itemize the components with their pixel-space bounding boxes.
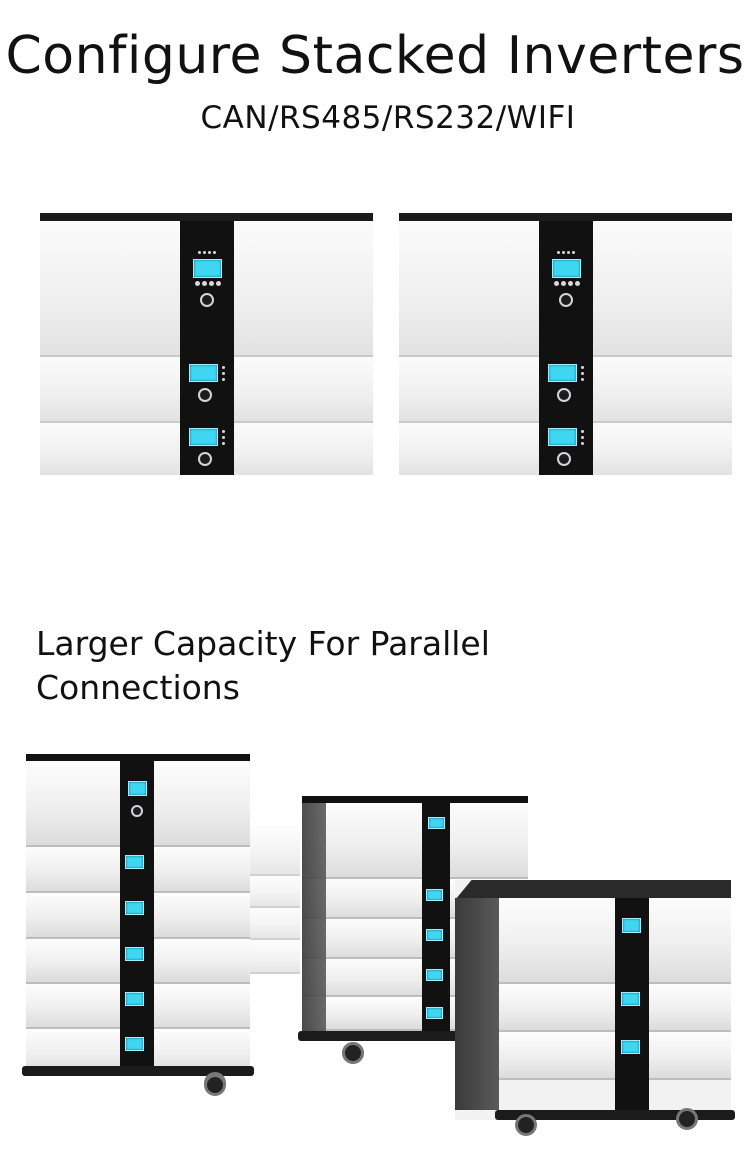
page-subtitle: CAN/RS485/RS232/WIFI — [200, 100, 576, 136]
front-tower — [455, 880, 735, 1120]
caster-wheel-icon — [515, 1114, 537, 1136]
lcd-display — [548, 364, 577, 382]
top-cap — [40, 213, 373, 221]
page-title: Configure Stacked Inverters — [5, 26, 745, 86]
control-strip — [539, 221, 593, 475]
power-knob-icon — [557, 388, 571, 402]
tall-tower — [22, 754, 254, 1094]
lcd-display — [193, 259, 222, 278]
background-tower — [248, 826, 300, 974]
power-knob-icon — [200, 293, 214, 307]
lcd-display — [189, 364, 218, 382]
top-cap — [399, 213, 732, 221]
caster-wheel-icon — [204, 1074, 226, 1096]
control-strip — [180, 221, 234, 475]
stacked-inverter-image-left — [40, 213, 373, 475]
caster-wheel-icon — [676, 1108, 698, 1130]
section-heading: Larger Capacity For Parallel Connections — [36, 624, 490, 707]
power-knob-icon — [198, 388, 212, 402]
caster-wheel-icon — [342, 1042, 364, 1064]
parallel-towers-photo — [0, 740, 750, 1158]
stacked-inverter-image-right — [399, 213, 732, 475]
power-knob-icon — [559, 293, 573, 307]
lcd-display — [189, 428, 218, 446]
power-knob-icon — [198, 452, 212, 466]
lcd-display — [552, 259, 581, 278]
power-knob-icon — [557, 452, 571, 466]
lcd-display — [548, 428, 577, 446]
